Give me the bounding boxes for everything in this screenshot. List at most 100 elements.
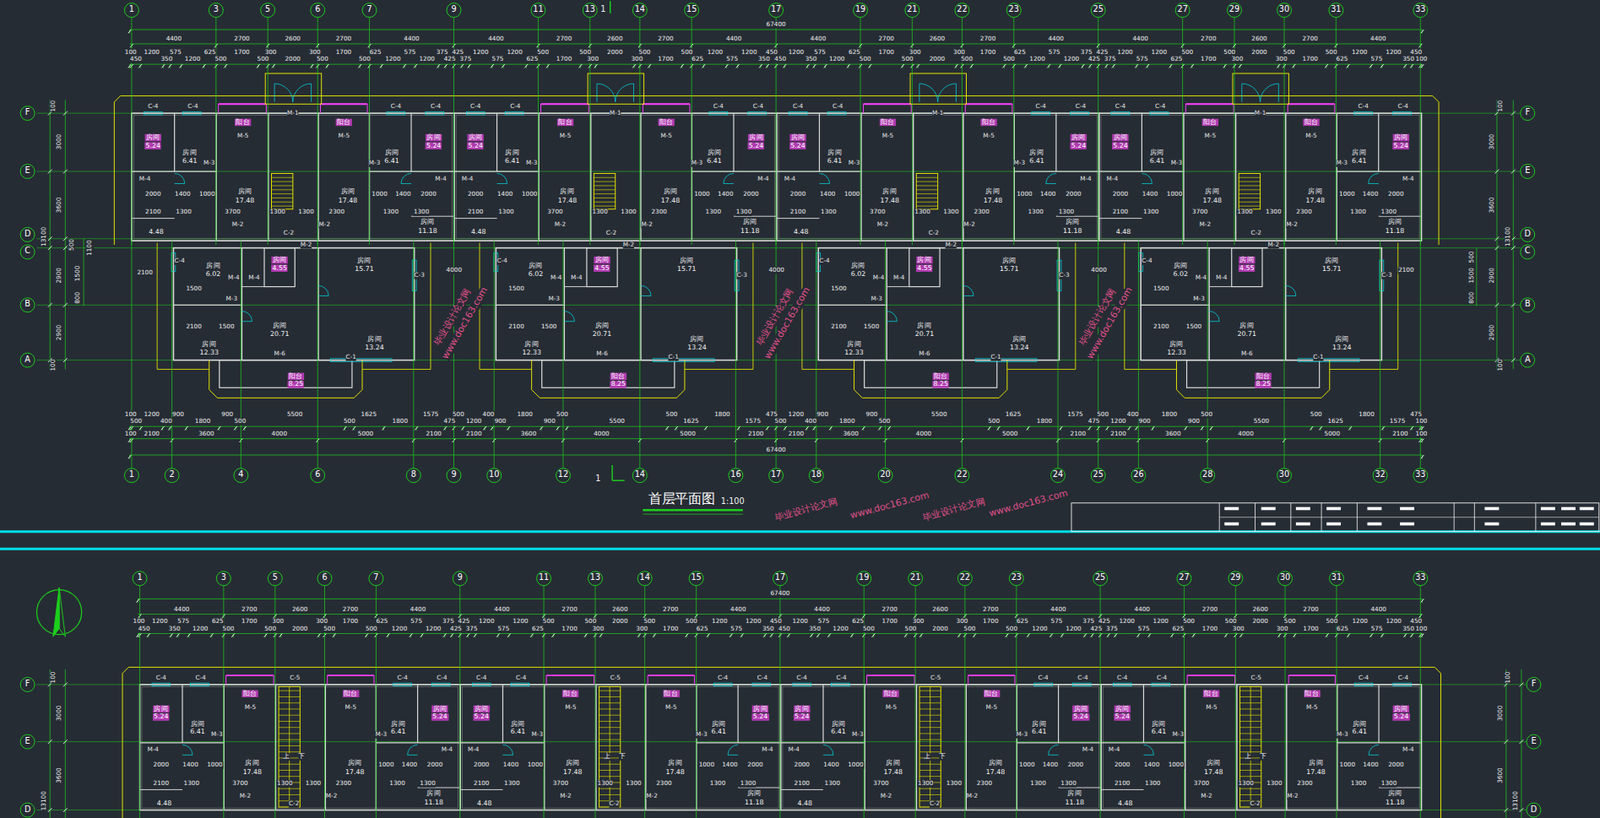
balcony-rail xyxy=(326,675,328,685)
title-block-entry xyxy=(1224,507,1239,511)
axis-bubble xyxy=(1227,3,1243,18)
dimension-tick xyxy=(816,634,820,638)
dimension-tick xyxy=(217,426,222,430)
dimension-text: 1400 xyxy=(401,761,418,769)
detail-dimension: 625 xyxy=(695,624,709,632)
dimension-tick xyxy=(1346,634,1351,638)
door-window-tag: M-5 xyxy=(1305,132,1318,140)
dimension-tick xyxy=(1519,683,1525,688)
axis-spacing-dimension: 4400 xyxy=(1050,606,1068,613)
dimension-tick xyxy=(759,64,763,68)
wet-room-label: 5.24 xyxy=(1069,142,1087,151)
door-swing xyxy=(1285,285,1297,296)
axis-bubble-number: 31 xyxy=(1331,574,1342,584)
door-window-tag: M-5 xyxy=(237,132,250,140)
room-label: 20.71 xyxy=(1237,330,1257,339)
dimension-text: 1400 xyxy=(1039,190,1057,198)
wet-room-label: 房间 xyxy=(152,705,169,714)
dimension-tick xyxy=(1134,426,1139,430)
axis-bubble-number: 11 xyxy=(538,574,549,584)
wet-room-label: 房间 xyxy=(1393,134,1410,142)
dimension-text: 1300 xyxy=(1236,208,1254,216)
stair-center xyxy=(609,686,611,808)
axis-spacing-dimension: 2600 xyxy=(284,35,302,43)
detail-dimension: 1700 xyxy=(233,48,251,56)
door-swing xyxy=(401,173,412,184)
axis-bubble-number: 15 xyxy=(686,5,697,16)
partition-wall xyxy=(502,684,504,744)
detail-dimension: 575 xyxy=(813,48,827,56)
dimension-tick xyxy=(63,169,68,174)
dimension-text: 1000 xyxy=(371,190,389,198)
dimension-tick xyxy=(765,426,770,430)
door-window-tag: M-3 xyxy=(1171,159,1183,167)
stair-tread xyxy=(916,181,938,183)
dimension-tick xyxy=(637,634,641,638)
detail-dimension: 1700 xyxy=(1302,624,1320,632)
detail-dimension: 500 xyxy=(680,48,694,56)
detail-dimension: 1200 xyxy=(1031,624,1049,632)
detail-dimension: 500 xyxy=(1003,55,1016,63)
partition-wall xyxy=(410,113,412,172)
axis-bubble xyxy=(1526,677,1541,692)
dimension-tick xyxy=(954,64,959,68)
exterior-wall xyxy=(131,113,455,241)
axis-spacing-dimension: 2700 xyxy=(878,35,895,43)
axis-bubble xyxy=(637,571,652,586)
door-swing xyxy=(727,744,738,755)
detail-dimension: 100 xyxy=(1415,417,1428,425)
door-swing xyxy=(963,285,974,296)
wall-inner-line xyxy=(782,686,1100,809)
balcony-rail xyxy=(1287,103,1335,105)
overall-dimension: 67400 xyxy=(765,21,787,28)
door-window-tag: C-4 xyxy=(832,103,843,110)
detail-dimension: 500 xyxy=(315,55,329,63)
axis-spacing-dimension: 4400 xyxy=(403,35,421,43)
axis-spacing-dimension: 4400 xyxy=(409,606,427,613)
detail-dimension: 500 xyxy=(1096,411,1110,418)
room-label: 下 xyxy=(298,753,305,761)
window xyxy=(975,358,1037,363)
detail-dimension: 625 xyxy=(203,48,217,56)
room-label: 房间 xyxy=(1002,257,1017,266)
balcony-rail xyxy=(1234,675,1236,685)
side-dimension: 3000 xyxy=(55,705,63,722)
dimension-tick xyxy=(1026,634,1031,638)
dimension-tick xyxy=(490,426,494,430)
room-label: 6.02 xyxy=(206,271,222,279)
partition-wall xyxy=(140,789,183,791)
axis-bubble-number: 26 xyxy=(1133,471,1144,481)
partition-wall xyxy=(818,113,820,172)
partition-wall xyxy=(496,113,498,172)
door-swing xyxy=(497,173,508,184)
door-window-tag: M-4 xyxy=(1215,274,1228,282)
window xyxy=(713,683,733,687)
axis-bubble xyxy=(1520,106,1535,121)
detail-dimension: 1700 xyxy=(561,624,579,632)
detail-dimension: 1625 xyxy=(360,411,378,418)
detail-dimension: 900 xyxy=(493,417,507,425)
axis-bubble xyxy=(233,468,249,483)
axis-bubble xyxy=(556,468,571,483)
wet-room-label: 阳台 xyxy=(1255,373,1272,381)
dimension-tick xyxy=(48,303,53,308)
door-window-tag: M-6 xyxy=(273,350,286,358)
stair xyxy=(1240,686,1262,808)
wet-room-label: 5.24 xyxy=(466,142,484,151)
axis-spacing-dimension: 4400 xyxy=(809,35,827,43)
dimension-text: 2000 xyxy=(426,761,444,769)
side-dimension: 13100 xyxy=(1504,227,1512,247)
axis-spacing-dimension: 2700 xyxy=(1199,35,1217,43)
dimension-tick xyxy=(737,426,741,430)
dimension-tick xyxy=(829,426,833,430)
room-label: 房间 xyxy=(420,218,435,227)
door-window-tag: M-5 xyxy=(882,132,895,140)
axis-bubble xyxy=(582,3,597,18)
dimension-text: 1300 xyxy=(1057,208,1075,216)
dimension-tick xyxy=(763,634,767,638)
dimension-tick xyxy=(957,634,961,638)
detail-dimension: 2000 xyxy=(1252,618,1270,625)
partition-wall xyxy=(1285,684,1287,811)
wet-room-label: 8.25 xyxy=(1254,380,1272,389)
balcony-rail xyxy=(1011,103,1013,114)
